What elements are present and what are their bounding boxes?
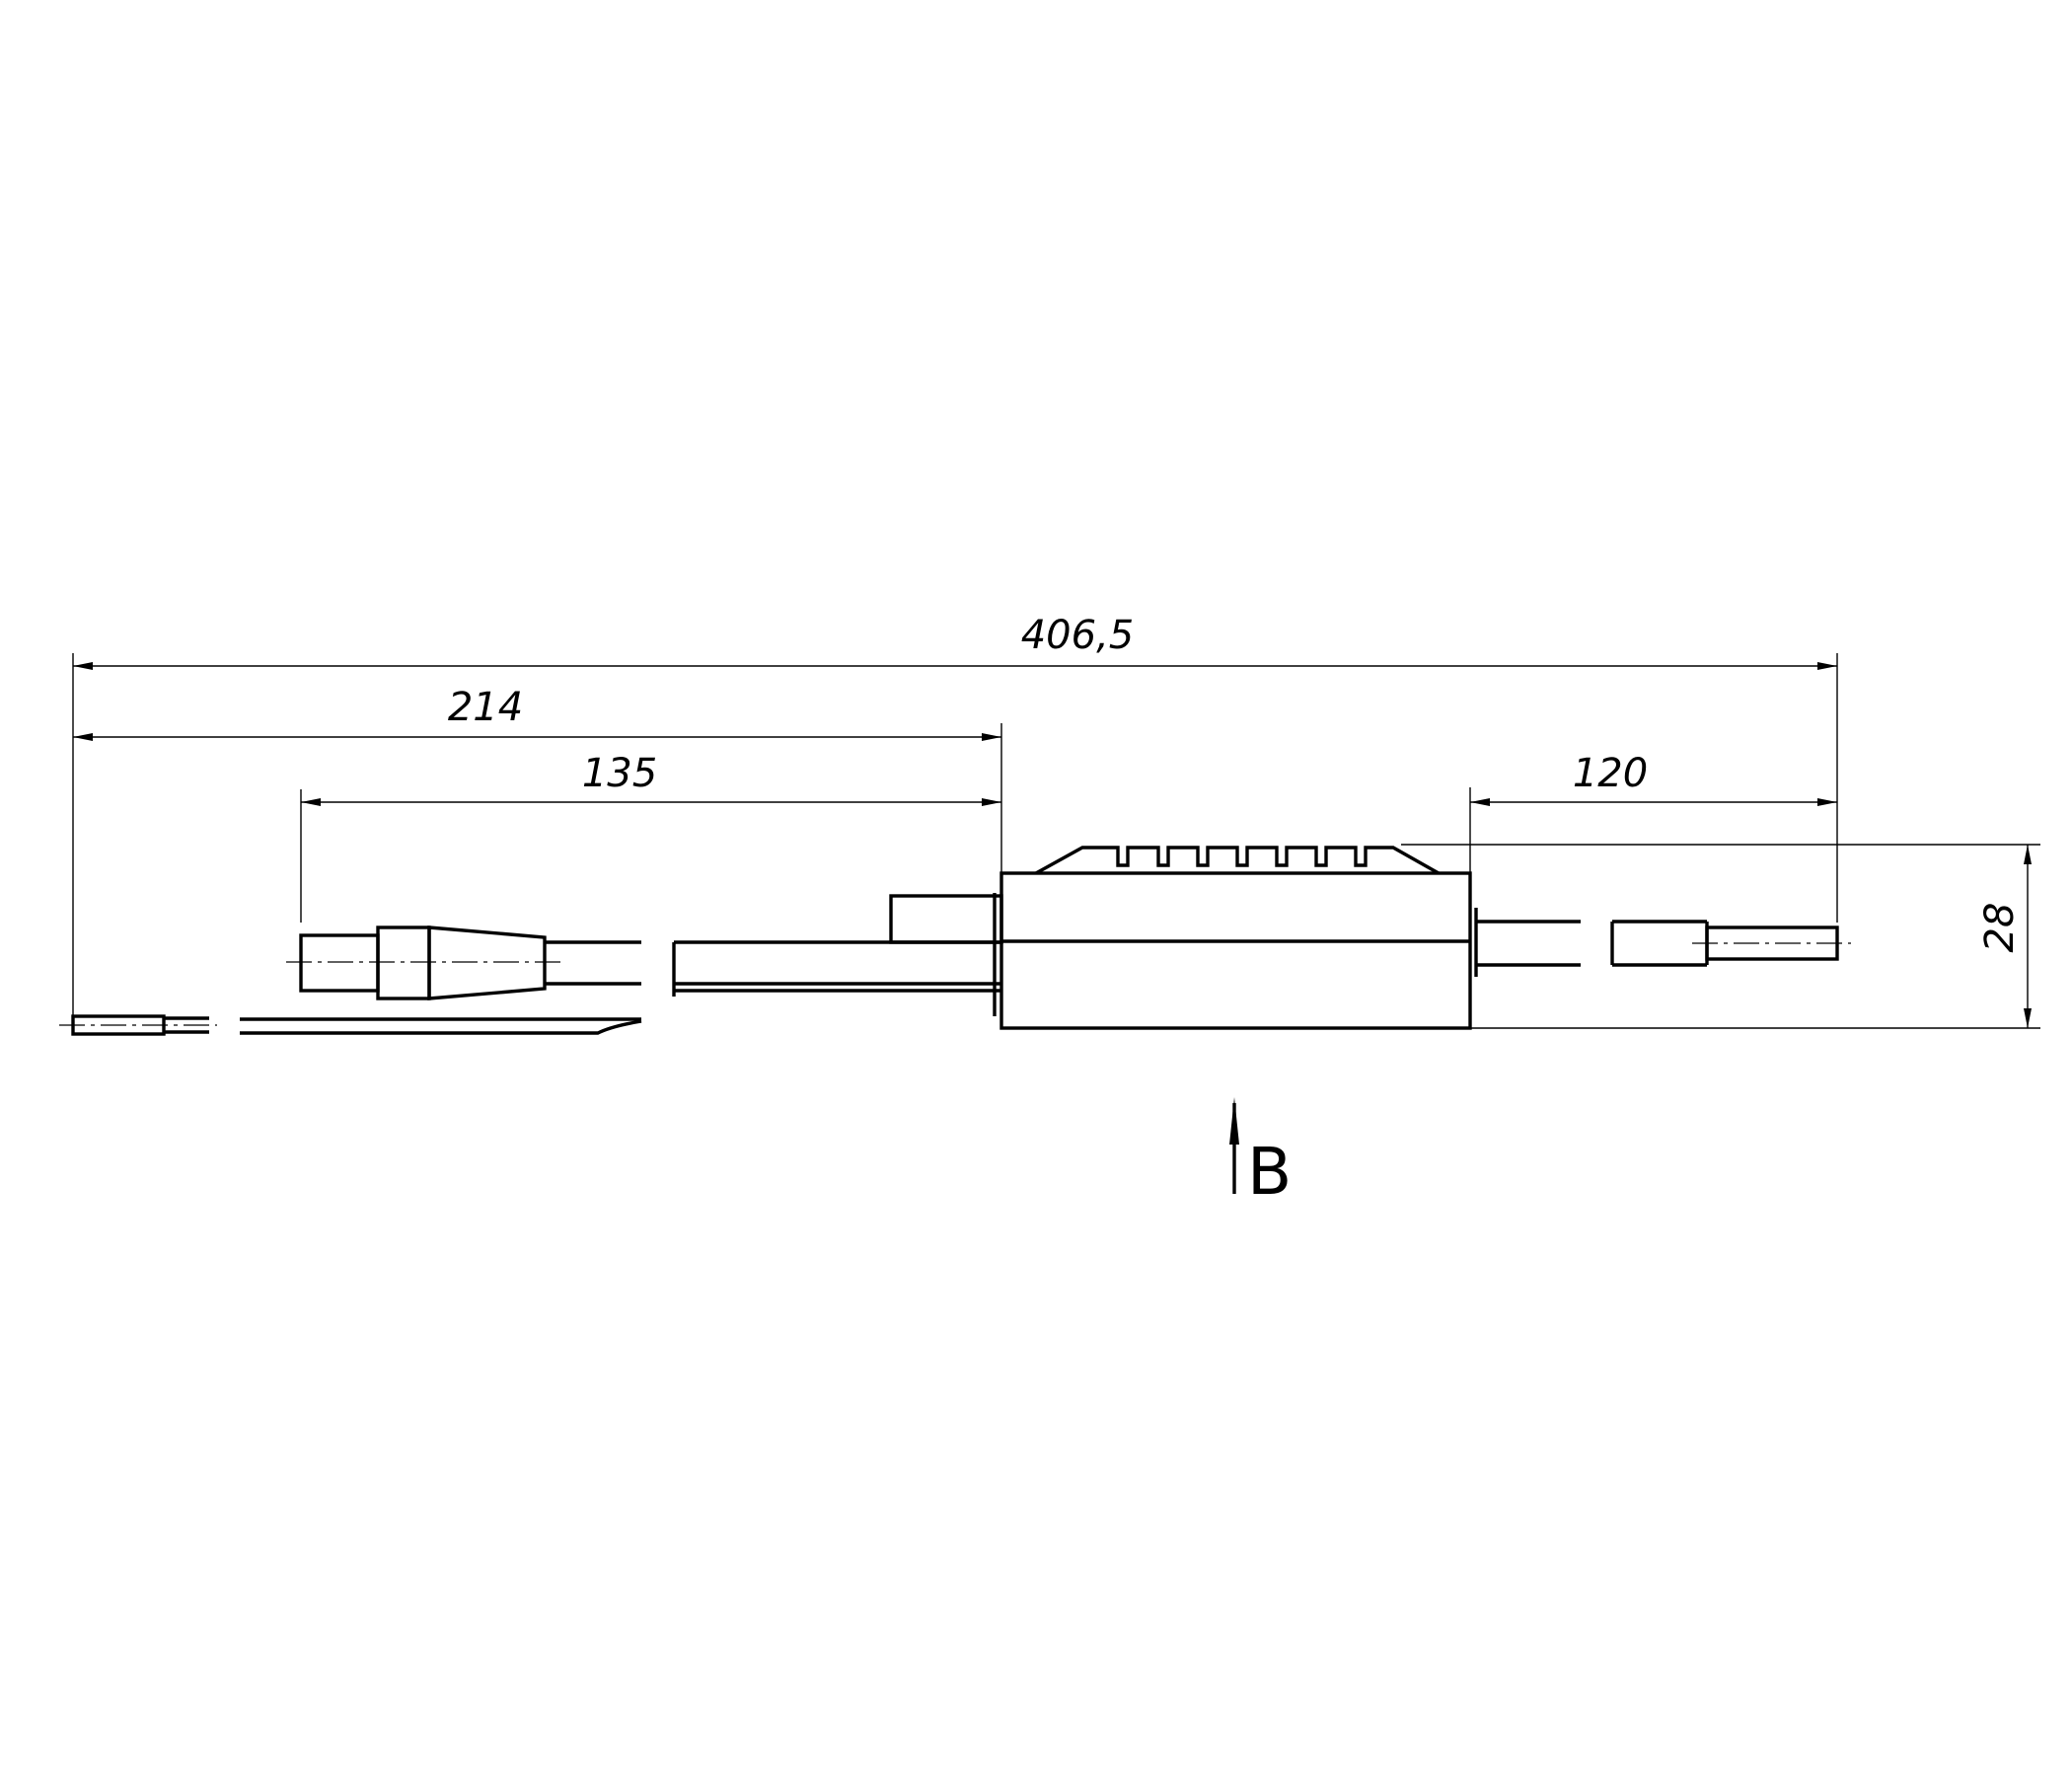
dim-connector-to-body-label: 135	[582, 751, 657, 796]
heatsink-fins	[1035, 846, 1440, 875]
dimension-lines	[73, 662, 2032, 1028]
dim-to-body-label: 214	[448, 685, 523, 730]
view-arrow	[1229, 1097, 1239, 1194]
cable-connector	[286, 925, 641, 1000]
left-lower-cable	[240, 1017, 642, 1035]
view-label: B	[1247, 1134, 1292, 1210]
extension-lines	[72, 653, 2040, 1029]
dim-height-label: 28	[1977, 903, 2023, 953]
dim-overall-label: 406,5	[1021, 613, 1135, 658]
right-output-cable	[1476, 920, 1851, 967]
dim-output-cable-label: 120	[1573, 751, 1648, 796]
middle-cable	[672, 893, 1003, 1016]
main-housing	[999, 846, 1478, 1030]
left-probe-tip	[59, 1014, 217, 1036]
